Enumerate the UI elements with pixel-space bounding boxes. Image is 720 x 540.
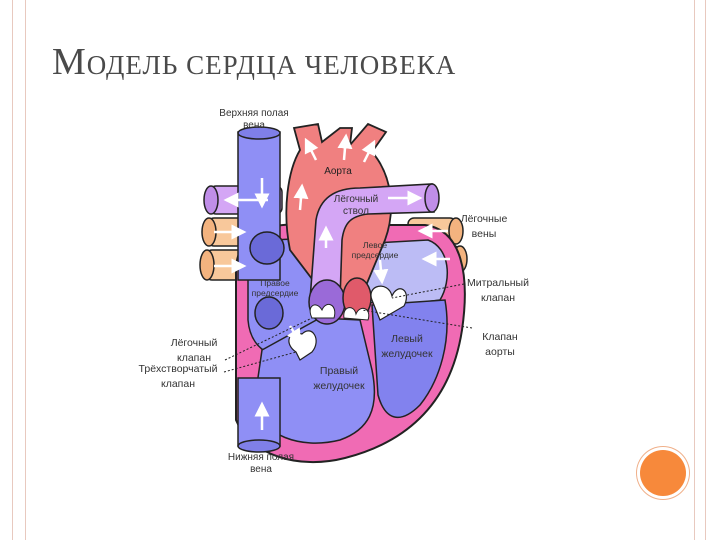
label-left-ventricle-line1: Левый [391,333,423,345]
label-right-ventricle-line1: Правый [319,365,359,377]
label-pulm-valve-line2: клапан [176,352,211,364]
pulmonary-valve-leaflets [309,303,336,319]
label-right-atrium-line2: предсердие [251,288,299,298]
label-pulm-trunk-line2: ствол [343,206,369,217]
label-ivc-line2: вена [250,464,272,475]
label-left-atrium-line2: предсердие [351,250,399,260]
leader-lines [223,283,473,373]
mitral-valve [370,285,407,321]
slide-title-rest: ОДЕЛЬ СЕРДЦА ЧЕЛОВЕКА [86,50,457,80]
slide-frame-right [694,0,706,540]
svc-opening [249,231,285,265]
label-right-atrium-line1: Правое [260,278,290,288]
label-mitral-line2: клапан [480,292,515,304]
inferior-vena-cava [237,377,281,453]
label-right-ventricle: Правый желудочек [304,364,374,394]
label-left-atrium-line1: Левое [362,240,388,250]
left-ventricle [371,299,448,419]
label-aorta: Аорта [324,166,352,177]
label-left-ventricle: Левый желудочек [372,332,442,362]
label-pulmonary-trunk: Лёгочный ствол [326,194,386,218]
ivc-opening [254,296,284,330]
decorative-orange-circle [640,450,686,496]
label-aortic-valve-line1: Клапан [482,331,518,343]
label-mitral-valve: Митральный клапан [460,276,536,306]
pulmonary-trunk-end [424,183,440,213]
label-tricuspid-line2: клапан [160,378,195,390]
label-pulm-veins-line1: Лёгочные [460,213,508,225]
label-tricuspid-line1: Трёхстворчатый [138,363,218,375]
label-svc-line2: вена [243,120,265,131]
label-aortic-valve: Клапан аорты [470,330,530,360]
label-mitral-line1: Митральный [467,277,529,289]
label-pulm-veins-line2: вены [471,228,497,240]
label-superior-vena-cava: Верхняя полая вена [212,108,296,132]
label-tricuspid-valve: Трёхстворчатый клапан [128,362,228,392]
label-aortic-valve-line2: аорты [485,346,515,358]
slide-frame-left [12,0,26,540]
label-ivc-line1: Нижняя полая [227,452,295,463]
label-pulm-trunk-line1: Лёгочный [333,194,379,205]
label-left-ventricle-line2: желудочек [381,348,433,360]
label-left-atrium: Левое предсердие [344,240,406,260]
label-right-atrium: Правое предсердие [244,278,306,298]
label-svc-line1: Верхняя полая [219,108,289,119]
aortic-valve-leaflets [343,307,370,321]
label-inferior-vena-cava: Нижняя полая вена [218,452,304,476]
slide-title: МОДЕЛЬ СЕРДЦА ЧЕЛОВЕКА [52,40,672,84]
label-right-ventricle-line2: желудочек [313,380,365,392]
flow-arrows [214,133,450,430]
label-pulmonary-veins: Лёгочные вены [452,212,516,242]
slide-title-first-letter: М [52,41,87,83]
label-pulmonary-valve: Лёгочный клапан [156,336,232,366]
label-pulm-valve-line1: Лёгочный [170,337,218,349]
